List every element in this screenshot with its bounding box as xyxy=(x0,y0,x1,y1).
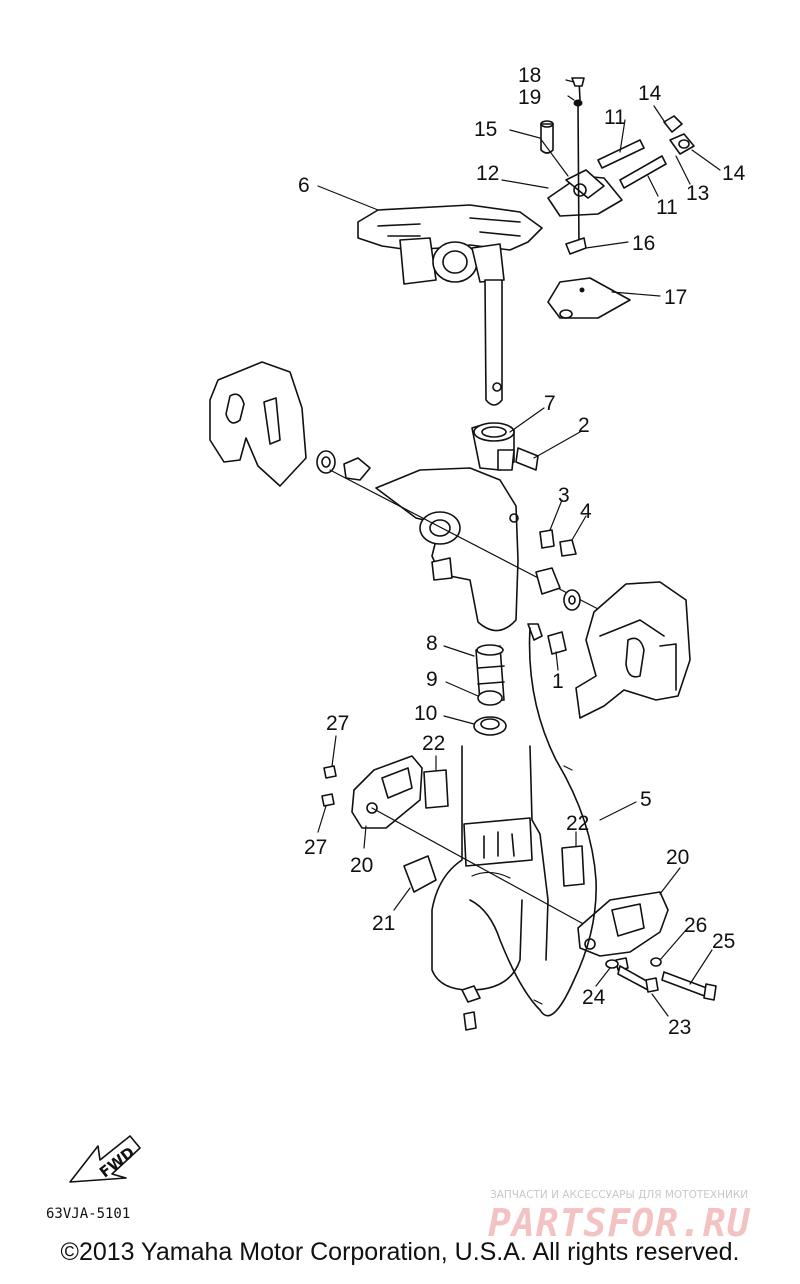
lower-mount-housing xyxy=(431,745,549,991)
callout-23: 23 xyxy=(668,1016,691,1039)
callout-5: 5 xyxy=(640,788,652,811)
plate-2 xyxy=(515,447,539,471)
washer-24 xyxy=(605,959,619,969)
upper-mount-left xyxy=(351,755,621,945)
callout-20-right: 20 xyxy=(666,846,689,869)
callout-14-top: 14 xyxy=(638,82,662,105)
callout-8: 8 xyxy=(426,632,438,655)
o-ring-9 xyxy=(477,690,503,706)
callout-14-right: 14 xyxy=(722,162,746,185)
upper-mount-right xyxy=(577,891,669,957)
diagram-code: 63VJA-5101 xyxy=(46,1206,130,1222)
copyright-notice: ©2013 Yamaha Motor Corporation, U.S.A. A… xyxy=(60,1238,740,1266)
swivel-bracket xyxy=(329,422,601,632)
callout-11-bottom: 11 xyxy=(656,196,678,219)
mount-cap-22b xyxy=(561,845,585,887)
friction-plate-assembly xyxy=(540,77,695,319)
callout-18: 18 xyxy=(518,64,541,87)
bushing-left xyxy=(343,457,371,481)
mount-21 xyxy=(403,855,437,893)
callout-20-left: 20 xyxy=(350,854,373,877)
callout-2: 2 xyxy=(578,414,590,437)
steering-bracket xyxy=(357,204,543,406)
callout-15: 15 xyxy=(474,118,497,141)
callout-13: 13 xyxy=(686,182,709,205)
callout-16: 16 xyxy=(632,232,655,255)
mount-cap-22a xyxy=(423,769,449,809)
fwd-arrow-icon: FWD xyxy=(69,1135,141,1183)
callout-9: 9 xyxy=(426,668,438,691)
bushing-right xyxy=(535,567,561,595)
callout-3: 3 xyxy=(558,484,570,507)
bolt-4 xyxy=(559,539,577,557)
callout-27-bottom: 27 xyxy=(304,836,327,859)
callout-24: 24 xyxy=(582,986,606,1009)
callout-26: 26 xyxy=(684,914,707,937)
callout-25: 25 xyxy=(712,930,735,953)
callout-4: 4 xyxy=(580,500,592,523)
callout-6: 6 xyxy=(298,174,310,197)
callout-10: 10 xyxy=(414,702,437,725)
clamp-bracket-left xyxy=(209,361,307,487)
washer-right xyxy=(563,589,581,611)
screw-ground xyxy=(463,1011,477,1031)
clamp-bracket-right xyxy=(575,581,691,719)
washer-26 xyxy=(650,957,662,967)
callout-22-right: 22 xyxy=(566,812,589,835)
callout-17: 17 xyxy=(664,286,687,309)
nut-27b xyxy=(321,793,335,807)
callout-21: 21 xyxy=(372,912,395,935)
screw-1 xyxy=(547,631,567,655)
callout-1: 1 xyxy=(552,670,564,693)
watermark-tagline: ЗАПЧАСТИ И АКСЕССУАРЫ ДЛЯ МОТОТЕХНИКИ xyxy=(490,1189,748,1201)
washer-left xyxy=(316,450,336,474)
grease-nipple xyxy=(539,529,555,549)
watermark-logo: PARTSFOR.RU xyxy=(488,1201,751,1245)
callout-7: 7 xyxy=(544,392,556,415)
callout-11-top: 11 xyxy=(604,106,626,129)
callout-19: 19 xyxy=(518,86,541,109)
leader-lines xyxy=(317,79,721,1017)
callout-numbers: 18 19 15 11 14 14 13 11 12 6 16 17 7 2 3… xyxy=(298,64,746,1039)
nut-27a xyxy=(323,765,337,779)
callout-27-top: 27 xyxy=(326,712,349,735)
callout-12: 12 xyxy=(476,162,499,185)
ground-lead-5 xyxy=(469,627,597,1017)
callout-22-left: 22 xyxy=(422,732,445,755)
